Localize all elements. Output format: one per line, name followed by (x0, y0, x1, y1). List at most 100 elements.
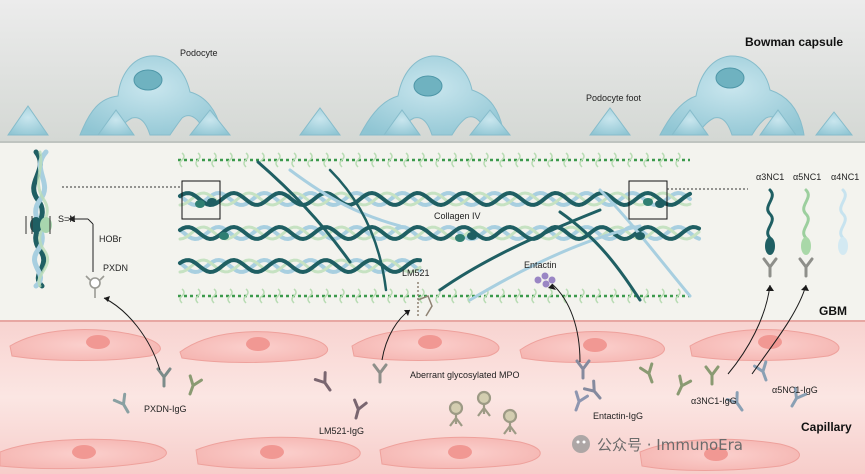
collagen-green-tick (371, 152, 377, 168)
nc1-hexamer-node (207, 198, 217, 206)
collagen-green-tick (659, 288, 665, 304)
pxdn-enzyme-icon (85, 275, 105, 298)
collagen-green-tick (355, 288, 361, 304)
collagen-green-tick (195, 288, 201, 304)
collagen-green-tick (435, 152, 441, 168)
zoom-box-left (181, 180, 221, 220)
collagen-helix-strands (178, 160, 701, 302)
lm521-label: LM521 (402, 268, 430, 278)
collagen-green-tick (499, 152, 505, 168)
lm521-igg-label: LM521-IgG (319, 426, 364, 436)
collagen-green-tick (243, 288, 249, 304)
collagen-green-tick (323, 288, 329, 304)
collagen-green-tick (579, 288, 585, 304)
collagen-green-tick (451, 288, 457, 304)
collagen-crosslink-strand (438, 208, 602, 292)
endothelial-nuclei-bottom (72, 445, 728, 461)
collagen-green-tick (307, 152, 313, 168)
collagen-green-tick (611, 288, 617, 304)
collagen-green-tick (307, 288, 313, 304)
collagen-green-tick (195, 152, 201, 168)
collagen-green-tick (275, 152, 281, 168)
collagen-green-tick (675, 152, 681, 168)
collagen-green-tick (579, 152, 585, 168)
collagen-green-tick (515, 288, 521, 304)
pxdn-igg-arrow (103, 297, 161, 371)
wechat-logo-icon (572, 435, 590, 453)
nc1-hexamer-node (635, 232, 645, 240)
a5nc1-igg-label: α5NC1-IgG (772, 385, 818, 395)
collagen-green-tick (387, 152, 393, 168)
collagen-green-tick (227, 152, 233, 168)
collagen-green-tick (323, 152, 329, 168)
entactin-molecule (534, 272, 556, 288)
collagen-green-tick (595, 288, 601, 304)
collagen-green-tick (659, 152, 665, 168)
a5nc1-label: α5NC1 (793, 172, 821, 182)
collagen-green-tick (419, 152, 425, 168)
collagen-green-tick (483, 152, 489, 168)
collagen-green-tick (467, 152, 473, 168)
sn-bond-label: S=N (58, 214, 76, 224)
a3nc1-label: α3NC1 (756, 172, 784, 182)
pxdn-igg-label: PXDN-IgG (144, 404, 187, 414)
nc1-hexamer-node (219, 232, 229, 240)
collagen-green-tick (563, 152, 569, 168)
a5nc1-domain-icon (801, 188, 811, 255)
nc1-hexamer-node (467, 232, 477, 240)
collagen-crosslink-strand (256, 160, 352, 264)
collagen-green-tick (547, 288, 553, 304)
a4nc1-domain-icon (838, 188, 848, 255)
collagen-green-tick (243, 152, 249, 168)
collagen-helix-strand (178, 257, 422, 275)
a5nc1-igg-arrow (751, 284, 807, 375)
endothelial-nuclei-top (86, 335, 782, 352)
nc1-hexamer-node (455, 234, 465, 242)
watermark: 公众号 · ImmunoEra (572, 435, 743, 454)
collagen-crosslink-strand (598, 188, 692, 298)
collagen-green-tick (419, 288, 425, 304)
pxdn-label: PXDN (103, 263, 128, 273)
gbm-region (0, 143, 865, 321)
collagen-green-tick (211, 288, 217, 304)
collagen-crosslink-strand (468, 224, 642, 302)
collagen-green-tick (355, 152, 361, 168)
nc1-hexamer-node (643, 198, 653, 206)
collagen-green-tick (227, 288, 233, 304)
a3nc1-domain-icon (765, 188, 775, 255)
gbm-label: GBM (819, 304, 847, 318)
collagen-green-tick (499, 288, 505, 304)
modified-collagen-left (25, 149, 52, 289)
capillary-label: Capillary (801, 420, 852, 434)
collagen-green-strands (178, 152, 690, 304)
collagen-green-tick (563, 288, 569, 304)
collagen-green-tick (339, 288, 345, 304)
lm521-molecule (417, 282, 433, 317)
collagen-green-tick (675, 288, 681, 304)
collagen-green-tick (371, 288, 377, 304)
binding-arrows (103, 283, 807, 375)
aberrant-mpo-label: Aberrant glycosylated MPO (410, 370, 520, 380)
zoom-box-right (628, 180, 668, 220)
podocyte-foot-label: Podocyte foot (586, 93, 642, 103)
aberrant-mpo-molecules (448, 390, 518, 435)
collagen-helix-strand (178, 257, 422, 275)
arrow-heads (104, 284, 809, 316)
collagen-green-tick (451, 152, 457, 168)
collagen-green-tick (531, 288, 537, 304)
collagen-green-tick (259, 288, 265, 304)
podocyte-nuclei (133, 67, 745, 97)
collagen-green-tick (403, 152, 409, 168)
collagen-green-tick (531, 152, 537, 168)
collagen-helix-strand (178, 225, 701, 241)
collagen-green-tick (291, 152, 297, 168)
collagen-green-tick (643, 288, 649, 304)
a4nc1-label: α4NC1 (831, 172, 859, 182)
a3nc1-igg-label: α3NC1-IgG (691, 396, 737, 406)
collagen-green-tick (547, 152, 553, 168)
a3nc1-igg-arrow (727, 284, 771, 375)
entactin-label: Entactin (524, 260, 557, 270)
collagen-green-tick (339, 152, 345, 168)
collagen-crosslink-strand (328, 168, 388, 292)
